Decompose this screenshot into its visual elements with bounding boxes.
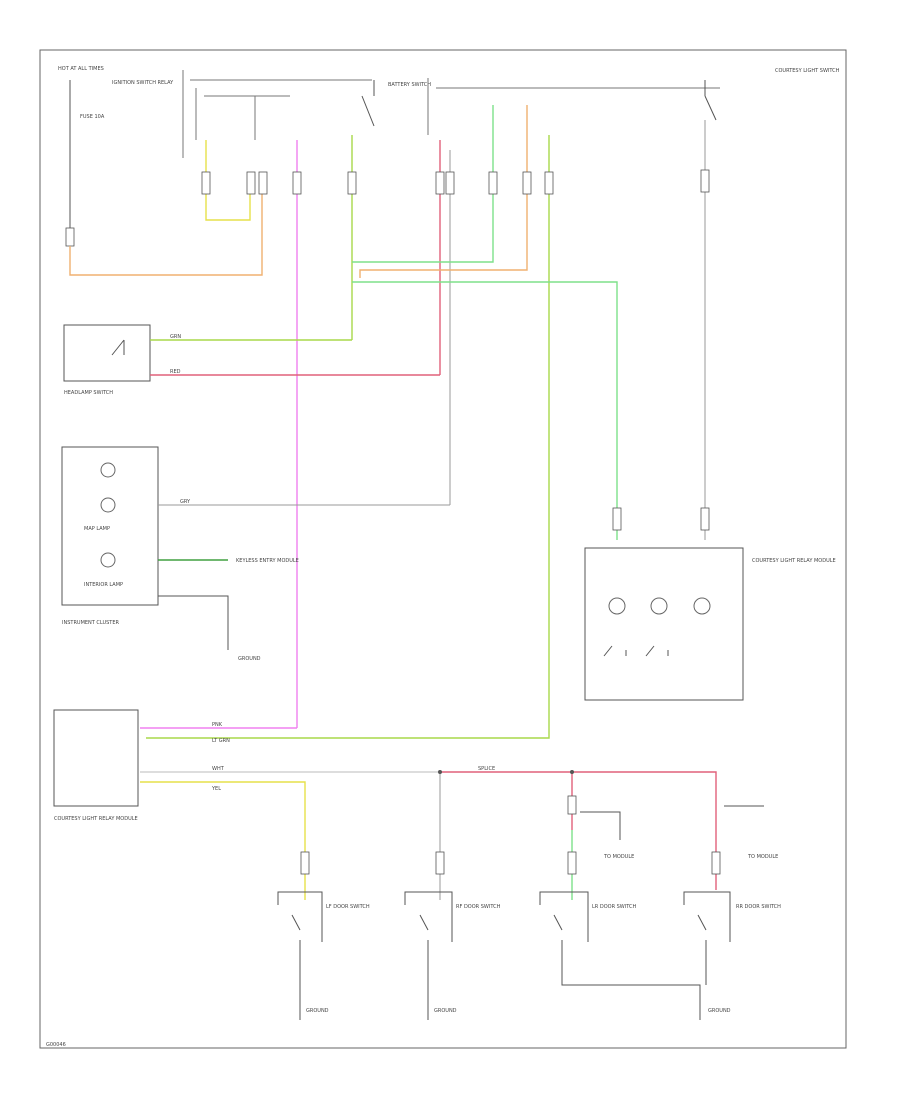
connector-c6 (435, 171, 445, 195)
courtesy-switch-label: COURTESY LIGHT SWITCH (775, 68, 840, 74)
green-yellow-wire-right (146, 135, 550, 739)
wire-gry-label: GRY (180, 499, 191, 505)
connector-c16 (567, 851, 577, 875)
wire-lgn-label: LT GRN (212, 738, 230, 744)
connector-c3 (258, 171, 268, 195)
wire-yel-label: YEL (211, 786, 221, 792)
interior-lamp-label: INTERIOR LAMP (84, 582, 123, 588)
keyless-module-label: KEYLESS ENTRY MODULE (236, 558, 299, 564)
instrument-cluster-box (61, 446, 159, 606)
map-lamp-label: MAP LAMP (84, 526, 110, 532)
module-bulb-2 (650, 597, 668, 615)
footer-code: G00046 (46, 1042, 66, 1048)
keyless-module-box (53, 709, 139, 807)
connector-c8 (488, 171, 498, 195)
ground-label-3: GROUND (434, 1008, 457, 1014)
ground-label-1: GROUND (238, 656, 261, 662)
connector-c17 (711, 851, 721, 875)
fuse-connector (65, 227, 75, 247)
module-bulb-1 (608, 597, 626, 615)
connector-c7 (445, 171, 455, 195)
headlamp-switch-box (63, 324, 151, 382)
door-switch-lf: LF DOOR SWITCH GROUND (277, 891, 370, 1020)
headlamp-switch-label: HEADLAMP SWITCH (64, 390, 113, 396)
connector-c10 (544, 171, 554, 195)
connector-c14 (300, 851, 310, 875)
ground-label-2: GROUND (306, 1008, 329, 1014)
light-green-wire-long (352, 281, 618, 540)
to-module-1-wire (580, 811, 621, 840)
splice-dot-2 (570, 770, 574, 774)
battery-switch-label: BATTERY SWITCH (388, 82, 431, 88)
yellow-wire-bus (140, 781, 306, 900)
door-switch-rr: RR DOOR SWITCH GROUND (683, 891, 781, 1014)
ignition-relay-bracket (182, 70, 372, 158)
connector-c18 (567, 795, 577, 815)
wire-red-label: RED (170, 369, 181, 375)
wire-pnk-label: PNK (212, 722, 223, 728)
ignition-relay-label: IGNITION SWITCH RELAY (112, 80, 174, 86)
connector-c1 (201, 171, 211, 195)
splice-dot-1 (438, 770, 442, 774)
red-wire-bus (440, 771, 717, 890)
door-switch-lr-label: LR DOOR SWITCH (592, 904, 636, 910)
connector-c13 (700, 507, 710, 531)
door-switch-lf-label: LF DOOR SWITCH (326, 904, 370, 910)
door-switch-rf-label: RF DOOR SWITCH (456, 904, 501, 910)
wire-wht-label: WHT (212, 766, 225, 772)
instrument-cluster-label: INSTRUMENT CLUSTER (62, 620, 120, 626)
connector-c12 (612, 507, 622, 531)
dark-wire-ground (158, 595, 229, 650)
interior-lamp-icon (100, 462, 116, 478)
connector-c11 (700, 169, 710, 193)
keyless-module-bottom-label: COURTESY LIGHT RELAY MODULE (54, 816, 138, 822)
module-switch-2 (645, 645, 669, 657)
wire-grn-label: GRN (170, 334, 181, 340)
diagram-frame (39, 49, 847, 1049)
courtesy-module-label: COURTESY LIGHT RELAY MODULE (752, 558, 836, 564)
to-module-2-label: TO MODULE (747, 854, 778, 860)
connector-c9 (522, 171, 532, 195)
yellow-wire-top (205, 140, 251, 221)
door-switch-rr-label: RR DOOR SWITCH (736, 904, 781, 910)
connector-c15 (435, 851, 445, 875)
connector-c2 (246, 171, 256, 195)
door-switch-rf: RF DOOR SWITCH GROUND (404, 891, 501, 1020)
yellow-wire-loop (69, 185, 263, 276)
to-module-1-label: TO MODULE (603, 854, 634, 860)
headlamp-switch-symbol (111, 339, 125, 356)
fuse-label: FUSE 10A (80, 114, 105, 120)
ground-label-4: GROUND (708, 1008, 731, 1014)
map-lamp-icon (100, 497, 116, 513)
center-bracket (427, 78, 720, 135)
keyless-lamp-icon (100, 552, 116, 568)
courtesy-switch-symbol (704, 80, 717, 121)
door-switch-lr: LR DOOR SWITCH (539, 891, 701, 1020)
battery-switch-symbol (361, 80, 375, 127)
courtesy-module-box (584, 547, 744, 701)
light-green-wire-mid (352, 105, 494, 263)
splice-label: SPLICE (478, 766, 495, 772)
hot-at-all-times-label: HOT AT ALL TIMES (58, 66, 104, 72)
module-switch-1 (603, 645, 627, 657)
connector-c4 (292, 171, 302, 195)
module-bulb-3 (693, 597, 711, 615)
connector-c5 (347, 171, 357, 195)
